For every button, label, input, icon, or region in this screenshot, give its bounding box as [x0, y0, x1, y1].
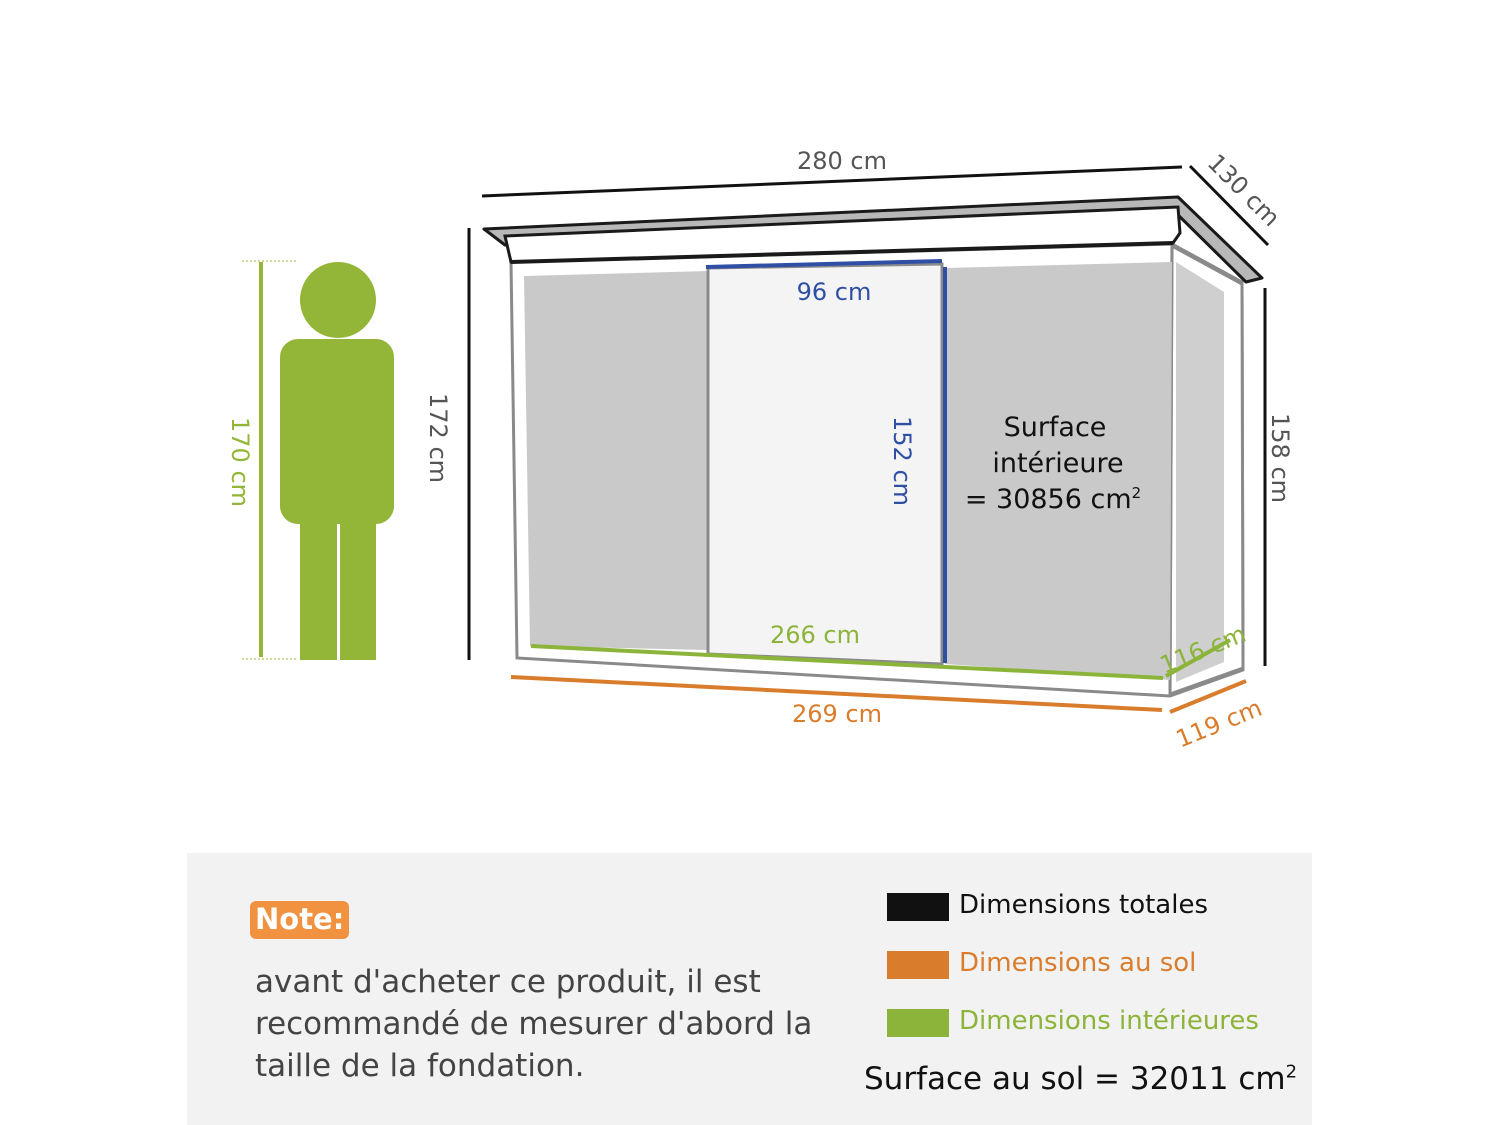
person-height-line	[242, 260, 298, 660]
total-height-front-label: 172 cm	[424, 393, 452, 483]
floor-area-text: Surface au sol = 32011 cm	[864, 1061, 1286, 1097]
legend-swatch-total	[887, 893, 949, 921]
door-height-label: 152 cm	[888, 416, 916, 506]
note-text: avant d'acheter ce produit, il est recom…	[255, 964, 813, 1084]
legend-label-total: Dimensions totales	[959, 890, 1209, 920]
shed-dimension-diagram: 170 cm 280 cm 130 cm 172 cm 158 cm 96 cm…	[226, 147, 1294, 754]
interior-area-line2: intérieure	[992, 448, 1123, 479]
legend-label-interior: Dimensions intérieures	[959, 1006, 1259, 1036]
interior-area-line1: Surface	[1004, 412, 1107, 443]
legend-swatch-interior	[887, 1009, 949, 1037]
total-height-back-label: 158 cm	[1266, 413, 1294, 503]
interior-area-line3: = 30856 cm2	[965, 484, 1141, 515]
shed-door	[706, 262, 944, 666]
total-width-label: 280 cm	[797, 147, 887, 175]
interior-width-label: 266 cm	[770, 621, 860, 649]
floor-area-superscript: 2	[1285, 1061, 1298, 1083]
note-badge: Note:	[250, 901, 350, 939]
interior-dimension-lines	[530, 638, 1231, 680]
total-dimension-lines	[467, 164, 1270, 666]
floor-area-label: Surface au sol = 32011 cm2	[864, 1061, 1297, 1097]
floor-depth-label: 119 cm	[1172, 694, 1266, 754]
door-dimension-lines	[705, 259, 947, 663]
door-width-label: 96 cm	[797, 278, 872, 306]
floor-width-label: 269 cm	[792, 700, 882, 728]
person-icon	[280, 262, 394, 660]
note-panel: Note: avant d'acheter ce produit, il est…	[187, 853, 1312, 1125]
floor-dimension-lines	[510, 675, 1247, 714]
person-height-label: 170 cm	[226, 417, 254, 507]
interior-area-label: Surface intérieure = 30856 cm2	[965, 412, 1141, 515]
legend-swatch-floor	[887, 951, 949, 979]
shed-side-panel-right	[945, 262, 1172, 680]
shed-side-panel-left	[524, 271, 708, 650]
legend-label-floor: Dimensions au sol	[959, 948, 1197, 978]
shed-roof	[482, 195, 1264, 284]
